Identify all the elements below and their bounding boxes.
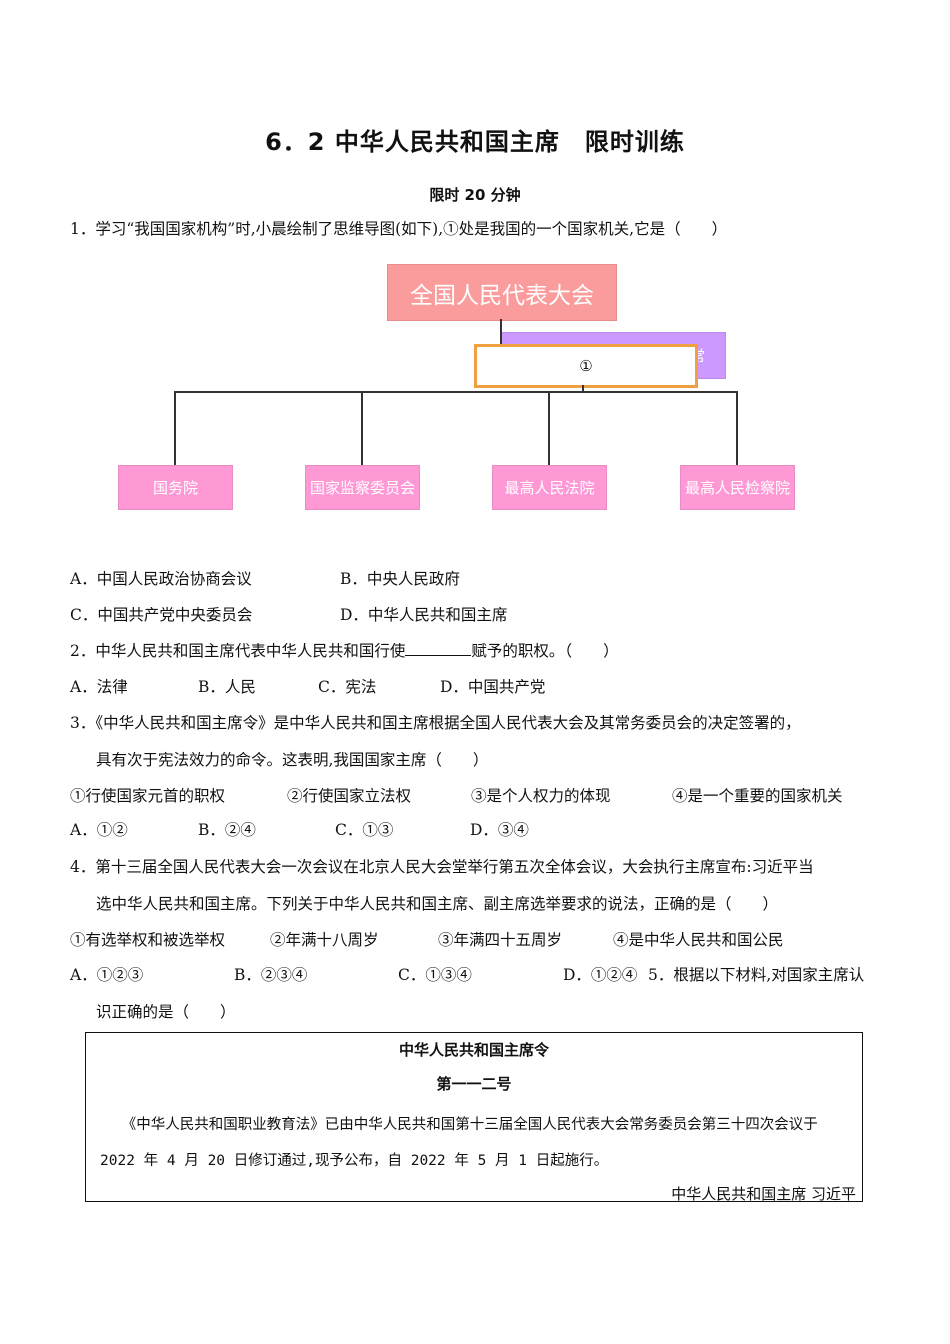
time-limit: 限时 20 分钟 — [429, 186, 521, 204]
q4-stem-line1: 4．第十三届全国人民代表大会一次会议在北京人民大会堂举行第五次全体会议，大会执行… — [70, 858, 814, 876]
connector-horizontal — [174, 391, 738, 393]
connector-leaf-2 — [361, 391, 363, 465]
connector-mid — [582, 385, 584, 392]
diagram-leaf-court: 最高人民法院 — [492, 465, 607, 510]
q2-option-c[interactable]: C．宪法 — [318, 678, 377, 696]
q2-option-d[interactable]: D．中国共产党 — [440, 678, 546, 696]
q2-answer-blank — [405, 641, 472, 656]
presidential-order-box: 中华人民共和国主席令 第一一二号 《中华人民共和国职业教育法》已由中华人民共和国… — [85, 1032, 863, 1203]
q3-option-c[interactable]: C．①③ — [335, 821, 394, 839]
q1-option-b[interactable]: B．中央人民政府 — [340, 570, 460, 588]
connector-leaf-1 — [174, 391, 176, 465]
q4-stem-line2: 选中华人民共和国主席。下列关于中华人民共和国主席、副主席选举要求的说法，正确的是… — [96, 895, 779, 913]
page-title: 6．2 中华人民共和国主席 限时训练 — [265, 128, 685, 156]
diagram-leaf-procuratorate: 最高人民检察院 — [680, 465, 795, 510]
q1-option-d[interactable]: D．中华人民共和国主席 — [340, 606, 508, 624]
q2-stem-before: 2．中华人民共和国主席代表中华人民共和国行使 — [70, 642, 406, 660]
connector-top — [500, 319, 502, 345]
q4-statement-1: ①有选举权和被选举权 — [70, 931, 226, 949]
notice-heading: 中华人民共和国主席令 — [398, 1041, 549, 1059]
q3-stem-line1: 3．《中华人民共和国主席令》是中华人民共和国主席根据全国人民代表大会及其常务委员… — [70, 714, 801, 732]
connector-leaf-4 — [736, 391, 738, 465]
q1-stem: 1．学习“我国国家机构”时,小晨绘制了思维导图(如下),①处是我国的一个国家机关… — [70, 220, 728, 238]
q4-option-a[interactable]: A．①②③ — [70, 966, 144, 984]
diagram-top-box: 全国人民代表大会 — [387, 264, 617, 321]
q2-stem-after: 赋予的职权。（ ） — [471, 642, 619, 660]
notice-signature: 中华人民共和国主席 习近平 — [671, 1185, 856, 1203]
q2-option-a[interactable]: A．法律 — [70, 678, 128, 696]
diagram-marker-box: ① — [474, 344, 698, 388]
q5-stem-line2: 识正确的是（ ） — [96, 1003, 236, 1021]
q3-option-d[interactable]: D．③④ — [470, 821, 529, 839]
q1-option-c[interactable]: C．中国共产党中央委员会 — [70, 606, 253, 624]
diagram-leaf-supervisory: 国家监察委员会 — [305, 465, 420, 510]
q3-stem-line2: 具有次于宪法效力的命令。这表明,我国国家主席（ ） — [96, 751, 489, 769]
q3-statement-3: ③是个人权力的体现 — [471, 787, 611, 805]
q1-option-a[interactable]: A．中国人民政治协商会议 — [70, 570, 252, 588]
notice-body: 《中华人民共和国职业教育法》已由中华人民共和国第十三届全国人民代表大会常务委员会… — [100, 1117, 818, 1169]
q2-option-b[interactable]: B．人民 — [198, 678, 256, 696]
q5-stem-line1: 5．根据以下材料,对国家主席认 — [648, 966, 865, 984]
connector-leaf-3 — [548, 391, 550, 465]
notice-number: 第一一二号 — [436, 1075, 512, 1093]
q4-statement-4: ④是中华人民共和国公民 — [613, 931, 784, 949]
q3-option-a[interactable]: A．①② — [70, 821, 128, 839]
q3-statement-1: ①行使国家元首的职权 — [70, 787, 226, 805]
diagram-leaf-state-council: 国务院 — [118, 465, 233, 510]
q4-statement-2: ②年满十八周岁 — [270, 931, 379, 949]
q4-option-c[interactable]: C．①③④ — [398, 966, 472, 984]
q4-option-b[interactable]: B．②③④ — [234, 966, 308, 984]
q3-option-b[interactable]: B．②④ — [198, 821, 256, 839]
q4-statement-3: ③年满四十五周岁 — [438, 931, 563, 949]
q3-statement-4: ④是一个重要的国家机关 — [672, 787, 843, 805]
q3-statement-2: ②行使国家立法权 — [287, 787, 412, 805]
q4-option-d[interactable]: D．①②④ — [563, 966, 638, 984]
q2-stem: 2．中华人民共和国主席代表中华人民共和国行使 赋予的职权。（ ） — [70, 641, 619, 661]
